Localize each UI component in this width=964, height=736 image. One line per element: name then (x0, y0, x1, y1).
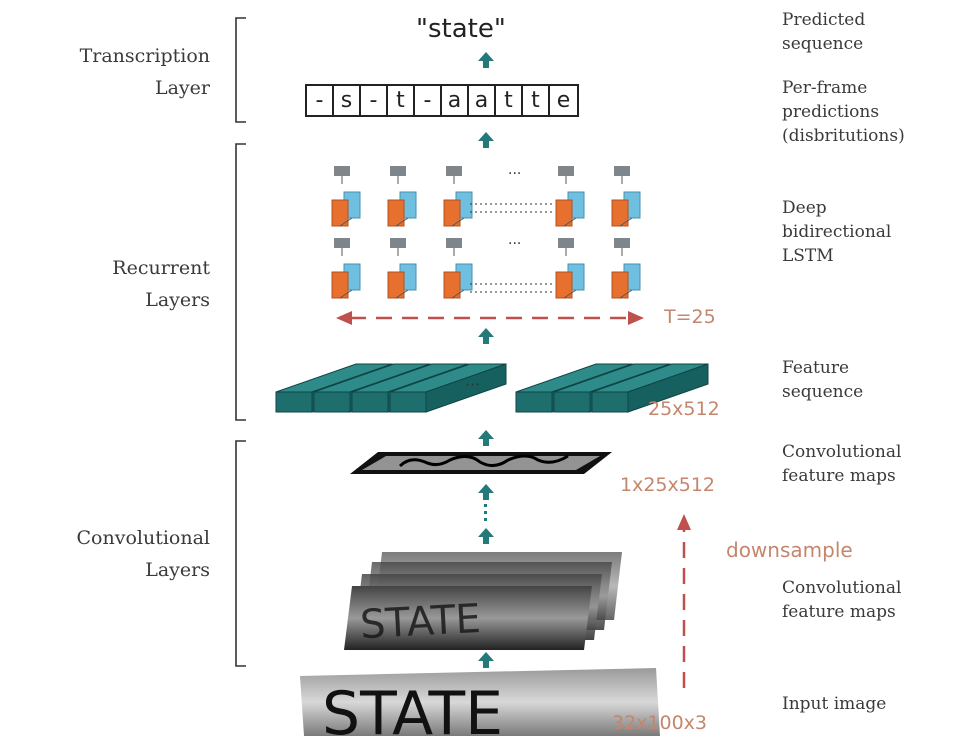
per-frame-predictions-label: Per-frame predictions (disbritutions) (782, 78, 905, 146)
lstm-unit (331, 263, 361, 299)
lstm-unit (555, 191, 585, 227)
lstm-ellipsis-connections (470, 203, 555, 293)
transcription-layer-label: Transcription Layer (79, 45, 210, 99)
lstm-unit (611, 263, 641, 299)
lstm-output-node (614, 166, 630, 184)
up-arrow-icon (478, 328, 494, 344)
downsample-arrow (677, 514, 691, 688)
lstm-output-node (390, 166, 406, 184)
lstm-unit (387, 191, 417, 227)
lstm-ellipsis-mid: ··· (508, 236, 521, 252)
up-arrow-icon (478, 132, 494, 148)
lstm-ellipsis-top: ··· (508, 166, 521, 182)
input-image (300, 668, 660, 736)
lstm-output-node (334, 166, 350, 184)
feature-vector (591, 363, 709, 413)
lstm-output-node (390, 238, 406, 256)
conv-feature-maps-top-label: Convolutional feature maps (782, 442, 902, 486)
feature-sequence-dims: 25x512 (648, 398, 720, 420)
recurrent-layers-label: Recurrent Layers (112, 257, 210, 311)
recurrent-bracket (235, 143, 246, 421)
convolutional-layers-label: Convolutional Layers (76, 527, 211, 581)
conv-feature-maps-top (350, 452, 612, 474)
time-steps-arrow (336, 311, 644, 325)
feature-ellipsis: ··· (465, 375, 480, 394)
lstm-output-node (446, 238, 462, 256)
input-image-text: STATE (322, 679, 503, 736)
up-arrow-icon (478, 430, 494, 446)
lstm-unit (387, 263, 417, 299)
frame-cell: t (523, 86, 550, 115)
feature-vector (389, 363, 507, 413)
conv-feature-maps-bottom (344, 552, 622, 650)
conv-dots (484, 497, 487, 521)
lstm-unit (611, 191, 641, 227)
lstm-output-node (334, 238, 350, 256)
frame-cell: - (415, 86, 442, 115)
lstm-unit (331, 191, 361, 227)
time-steps-label: T=25 (664, 306, 716, 328)
frame-cell: s (334, 86, 361, 115)
downsample-label: downsample (726, 538, 853, 562)
frame-cell: a (469, 86, 496, 115)
transcription-bracket (235, 17, 246, 123)
up-arrow-icon (478, 52, 494, 68)
input-dims: 32x100x3 (612, 712, 708, 734)
frame-cell: - (307, 86, 334, 115)
lstm-output-node (614, 238, 630, 256)
lstm-label: Deep bidirectional LSTM (782, 198, 892, 266)
lstm-unit (555, 263, 585, 299)
convolutional-bracket (235, 440, 246, 667)
lstm-output-node (558, 238, 574, 256)
frame-cell: - (361, 86, 388, 115)
frame-cell: t (496, 86, 523, 115)
conv-feature-maps-bottom-label: Convolutional feature maps (782, 578, 902, 622)
lstm-output-node (558, 166, 574, 184)
input-image-label: Input image (782, 694, 887, 714)
frame-cell: e (556, 88, 571, 113)
feature-sequence-label: Feature sequence (782, 358, 864, 402)
lstm-unit (443, 263, 473, 299)
lstm-output-node (446, 166, 462, 184)
up-arrow-icon (478, 484, 494, 500)
predicted-sequence-label: Predicted sequence (782, 10, 866, 54)
predicted-sequence-text: "state" (416, 14, 506, 44)
up-arrow-icon (478, 528, 494, 544)
frame-cell: a (442, 86, 469, 115)
feature-map-dims: 1x25x512 (620, 474, 716, 496)
up-arrow-icon (478, 652, 494, 668)
frame-cell: t (388, 86, 415, 115)
conv-map-image-text: STATE (359, 596, 482, 648)
lstm-unit (443, 191, 473, 227)
